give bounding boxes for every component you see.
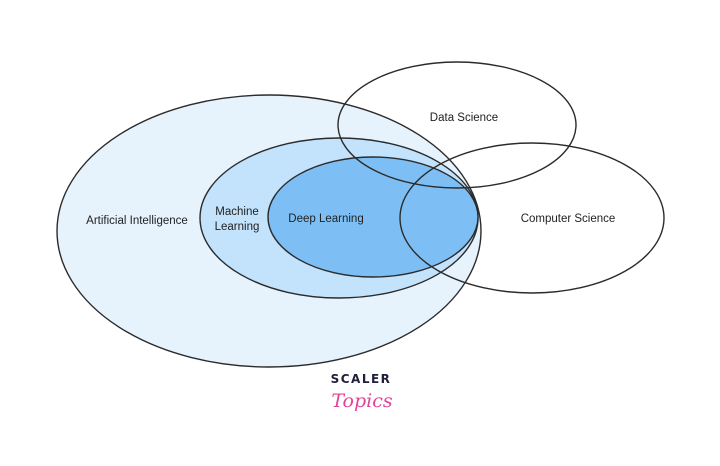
ds-label: Data Science: [430, 112, 498, 124]
ml-label-line2: Learning: [215, 221, 260, 233]
dl-ellipse: [267, 156, 479, 278]
cs-label: Computer Science: [521, 213, 616, 225]
scaler-topics-logo: SCALER Topics: [331, 372, 393, 412]
ds-ellipse: [337, 61, 577, 189]
dl-label: Deep Learning: [288, 213, 363, 225]
cs-ellipse: [399, 142, 665, 294]
ml-label-line1: Machine: [215, 206, 258, 218]
ai-label: Artificial Intelligence: [86, 215, 188, 227]
logo-bottom-text: Topics: [331, 390, 393, 412]
logo-top-text: SCALER: [331, 372, 392, 386]
